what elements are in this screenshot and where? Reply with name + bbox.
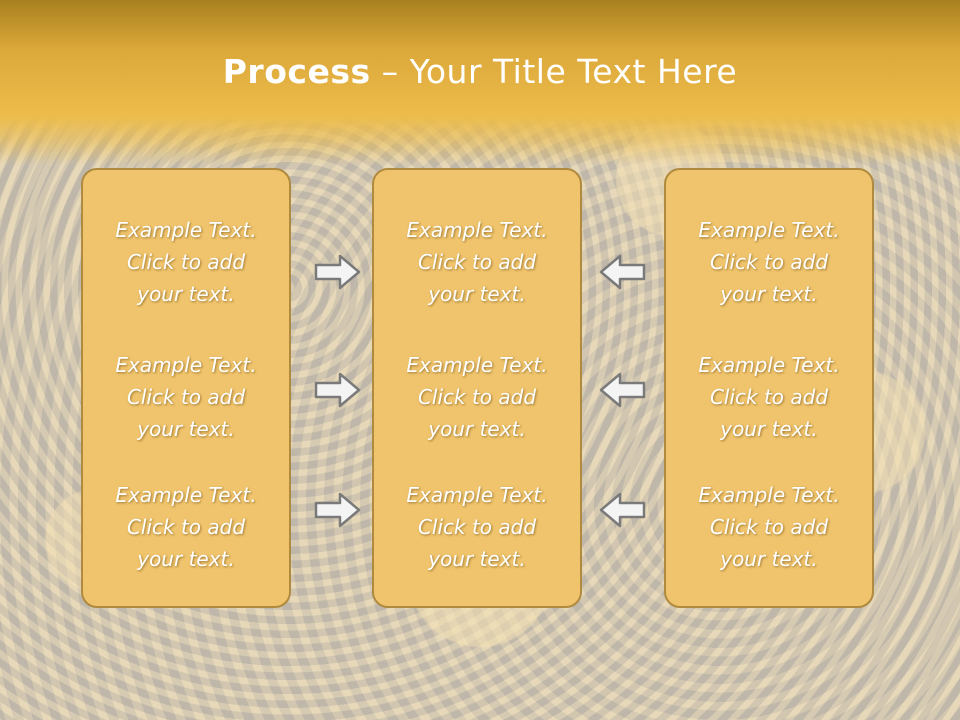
text-line: Click to add <box>417 250 537 274</box>
text-line: Example Text. <box>115 218 257 242</box>
text-line: your text. <box>428 282 526 306</box>
text-placeholder[interactable]: Example Text. Click to add your text. <box>666 214 872 310</box>
text-line: Click to add <box>709 250 829 274</box>
text-line: Example Text. <box>115 353 257 377</box>
right-arrow-icon[interactable] <box>314 253 362 291</box>
text-line: Example Text. <box>406 353 548 377</box>
text-line: Click to add <box>126 250 246 274</box>
process-box-1[interactable]: Example Text. Click to add your text. Ex… <box>81 168 291 608</box>
title-banner <box>0 0 960 165</box>
text-line: Click to add <box>126 515 246 539</box>
text-placeholder[interactable]: Example Text. Click to add your text. <box>374 479 580 575</box>
right-arrow-icon[interactable] <box>314 491 362 529</box>
text-line: your text. <box>428 547 526 571</box>
text-placeholder[interactable]: Example Text. Click to add your text. <box>666 349 872 445</box>
slide-title[interactable]: Process – Your Title Text Here <box>0 52 960 91</box>
text-line: Example Text. <box>698 353 840 377</box>
text-line: your text. <box>137 547 235 571</box>
text-placeholder[interactable]: Example Text. Click to add your text. <box>666 479 872 575</box>
text-line: your text. <box>720 547 818 571</box>
text-line: your text. <box>137 417 235 441</box>
text-placeholder[interactable]: Example Text. Click to add your text. <box>374 214 580 310</box>
text-line: Example Text. <box>115 483 257 507</box>
left-arrow-icon[interactable] <box>598 371 646 409</box>
title-bold-part: Process <box>222 52 371 91</box>
text-line: Click to add <box>709 385 829 409</box>
text-line: Click to add <box>126 385 246 409</box>
text-line: Click to add <box>417 515 537 539</box>
process-box-2[interactable]: Example Text. Click to add your text. Ex… <box>372 168 582 608</box>
text-line: Example Text. <box>406 483 548 507</box>
text-line: your text. <box>428 417 526 441</box>
text-line: your text. <box>137 282 235 306</box>
text-placeholder[interactable]: Example Text. Click to add your text. <box>83 349 289 445</box>
text-line: Click to add <box>709 515 829 539</box>
text-line: Example Text. <box>698 483 840 507</box>
text-placeholder[interactable]: Example Text. Click to add your text. <box>83 214 289 310</box>
process-box-3[interactable]: Example Text. Click to add your text. Ex… <box>664 168 874 608</box>
text-line: Example Text. <box>698 218 840 242</box>
right-arrow-icon[interactable] <box>314 371 362 409</box>
text-line: your text. <box>720 417 818 441</box>
text-line: Example Text. <box>406 218 548 242</box>
text-placeholder[interactable]: Example Text. Click to add your text. <box>374 349 580 445</box>
text-line: Click to add <box>417 385 537 409</box>
text-placeholder[interactable]: Example Text. Click to add your text. <box>83 479 289 575</box>
left-arrow-icon[interactable] <box>598 491 646 529</box>
left-arrow-icon[interactable] <box>598 253 646 291</box>
text-line: your text. <box>720 282 818 306</box>
title-rest-part: – Your Title Text Here <box>370 52 738 91</box>
